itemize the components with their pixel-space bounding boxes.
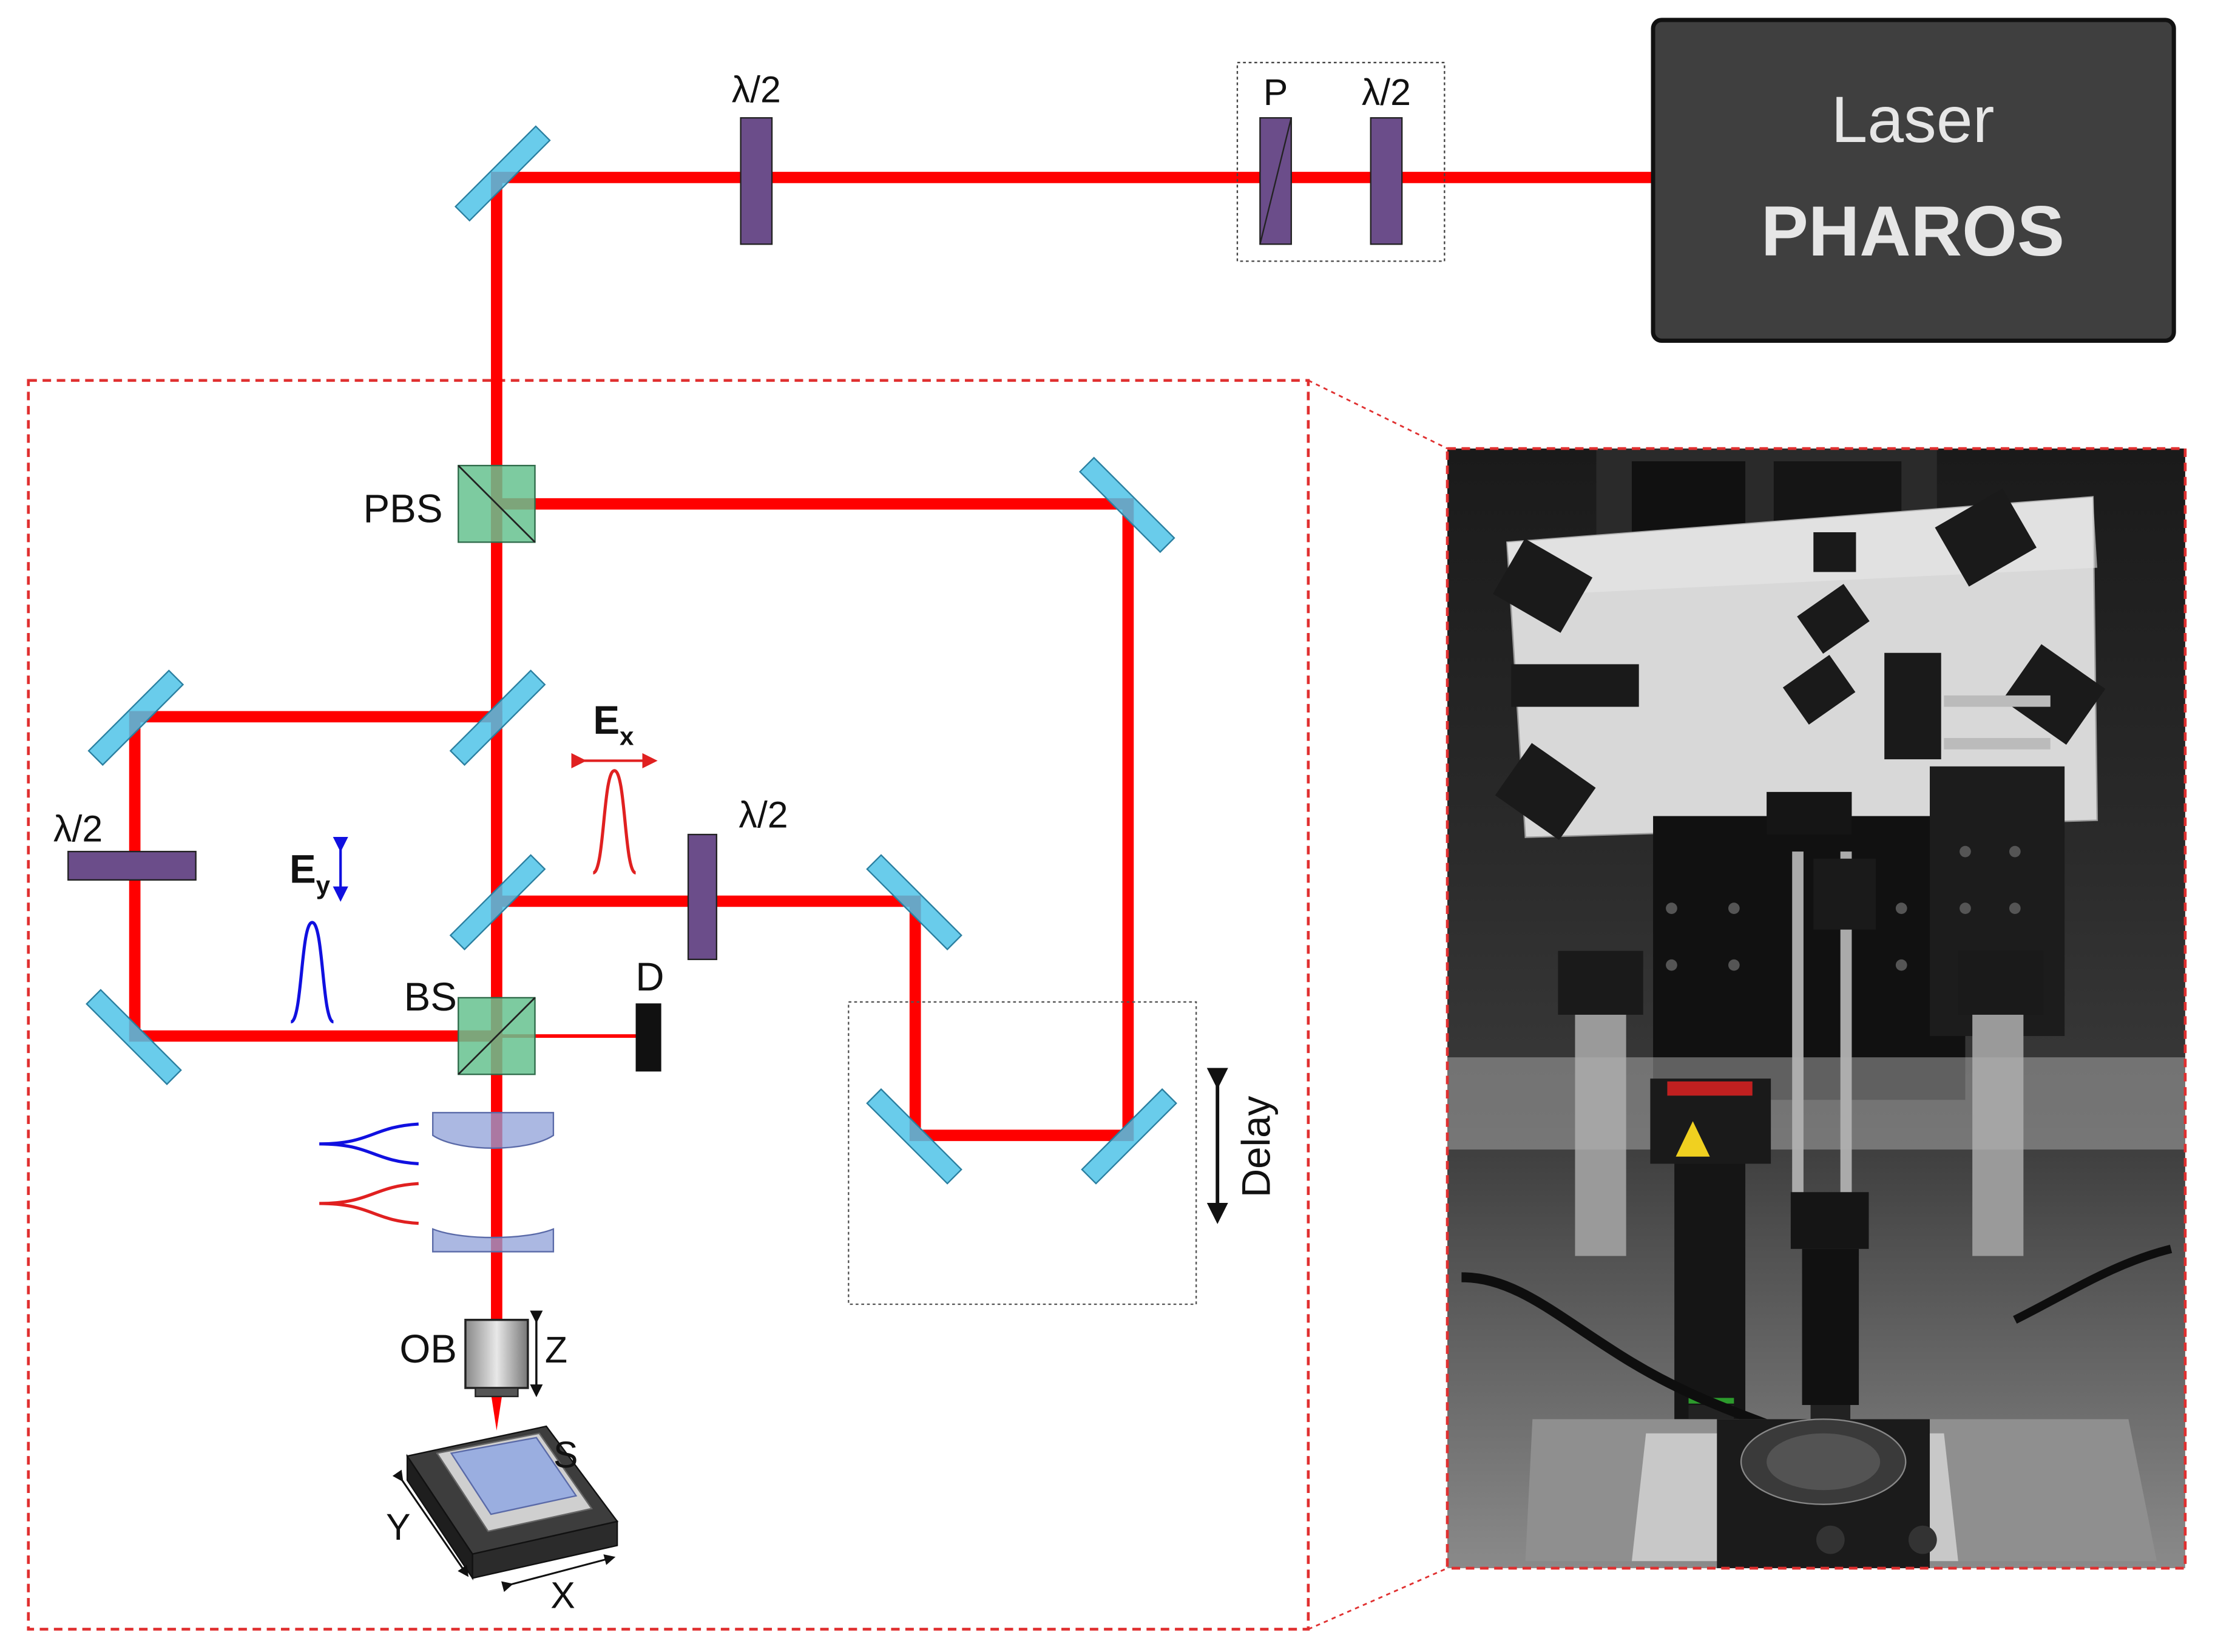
laser-box: [1651, 18, 2176, 343]
mirror-left-top: [87, 669, 184, 766]
ey-label: Ey: [289, 847, 331, 900]
pulse-blue-horizontal: [319, 1122, 419, 1166]
mirror-delay-right: [1081, 1088, 1177, 1185]
zoom-frame: [27, 379, 1310, 1631]
bs-diagonal: [458, 997, 536, 1075]
pulse-y: [290, 921, 334, 1024]
objective-label: OB: [399, 1327, 457, 1371]
delay-stage-box: [848, 1001, 1197, 1305]
waveplate-top: [740, 117, 773, 245]
x-label: X: [550, 1574, 575, 1616]
mirror-inner-left: [449, 854, 546, 950]
bs-label: BS: [404, 975, 457, 1019]
ex-label: Ex: [593, 698, 634, 751]
z-label: Z: [545, 1329, 567, 1370]
mirror-delay-left: [866, 1088, 962, 1185]
objective-body: [464, 1318, 529, 1389]
objective-tip: [475, 1387, 519, 1398]
polarizer-label: P: [1263, 72, 1288, 113]
beam-paths: [129, 172, 1659, 1333]
pbs-diagonal: [458, 465, 536, 543]
photo-frame: [1446, 447, 2187, 1570]
lens-concave: [431, 1228, 555, 1253]
sample: [450, 1437, 578, 1515]
lens-convex: [431, 1112, 555, 1149]
mirror-inner-right: [866, 854, 962, 950]
mirror-top-right: [1078, 456, 1175, 553]
polarizer-group-box: [1236, 61, 1446, 262]
zoom-connector-top: [1308, 379, 1448, 450]
detector: [635, 1003, 661, 1072]
delay-label: Delay: [1234, 1095, 1279, 1197]
mirrors: [86, 125, 1177, 1185]
detector-label: D: [635, 955, 664, 999]
y-arrow: [392, 1469, 469, 1577]
pulse-red-horizontal: [319, 1182, 419, 1225]
polarizer-axis: [1259, 117, 1292, 245]
laser-model: PHAROS: [1761, 191, 2065, 271]
setup-photo: [1447, 449, 2185, 1568]
zoom-connector-bottom: [1308, 1567, 1448, 1630]
mirror-left-bottom: [86, 989, 182, 1086]
y-label: Y: [386, 1506, 411, 1548]
waveplate-right: [687, 833, 717, 960]
pulse-x: [592, 769, 637, 875]
waveplate-left: [67, 850, 197, 881]
waveplate-label-left: λ/2: [53, 808, 103, 850]
waveplate-label-right: λ/2: [739, 794, 788, 835]
x-arrow: [501, 1554, 616, 1593]
sample-label: S: [553, 1434, 578, 1475]
waveplate-label-top: λ/2: [732, 69, 781, 110]
pbs-label: PBS: [364, 487, 443, 531]
focus-beam: [491, 1393, 502, 1431]
mirror-pickoff: [449, 669, 546, 766]
waveplate-top-right: [1370, 117, 1403, 245]
mirror-top-left: [454, 125, 551, 222]
laser-label: Laser: [1831, 83, 1994, 156]
waveplate-label-top-right: λ/2: [1362, 72, 1411, 113]
